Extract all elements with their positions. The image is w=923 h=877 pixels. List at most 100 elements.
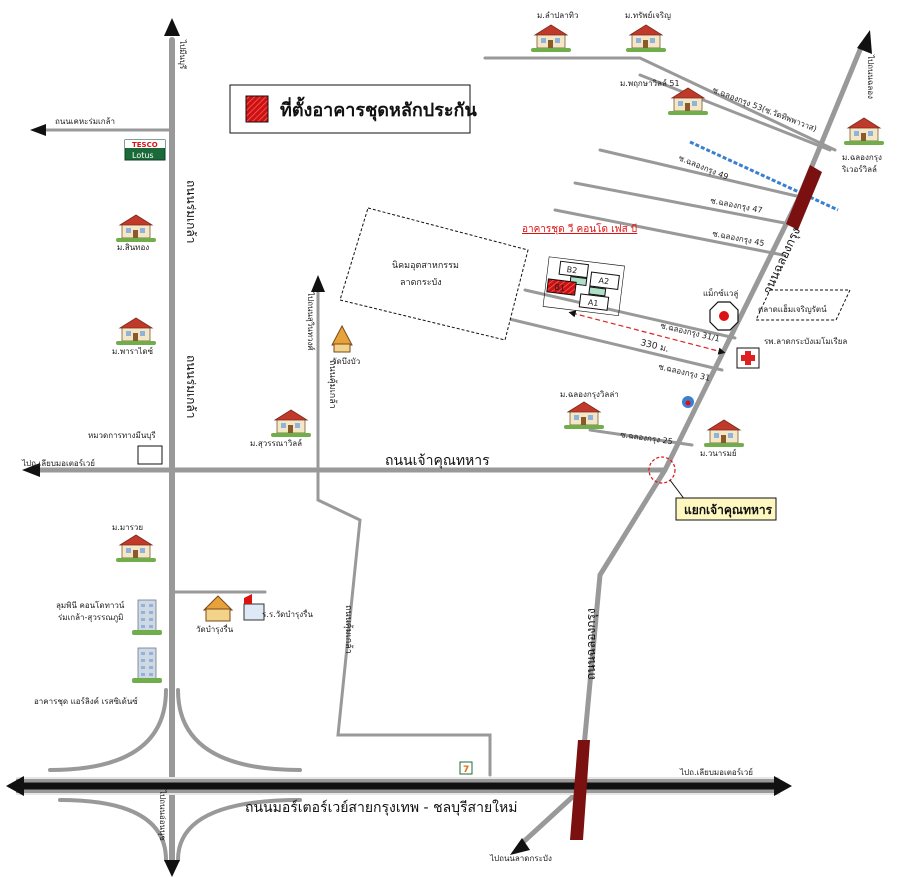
fresh-market: ตลาดแฮ็มเจริญรัตน์ bbox=[755, 289, 851, 321]
village-supcharoen-label: ม.ทรัพย์เจริญ bbox=[625, 10, 671, 20]
soi-49-label: ซ.ฉลองกรุง 49 bbox=[677, 154, 729, 182]
khumklao-road bbox=[316, 283, 492, 777]
gas-station bbox=[682, 396, 694, 408]
estate-line2: ลาดกระบัง bbox=[400, 278, 442, 288]
lumpini-label1: ลุมพินี คอนโดทาวน์ bbox=[56, 600, 125, 610]
village-lamplatiw-label: ม.ลำปลาทิว bbox=[537, 11, 578, 20]
village-supcharoen: ม.ทรัพย์เจริญ bbox=[625, 10, 671, 53]
village-sinthong-label: ม.สินทอง bbox=[117, 243, 149, 252]
wat-bamrung: วัดบำรุงรื่น bbox=[196, 595, 234, 634]
soi-47-label: ซ.ฉลองกรุง 47 bbox=[710, 196, 764, 215]
village-paradise-label: ม.พาราไดซ์ bbox=[112, 346, 154, 356]
airlink-condo: อาคารชุด แอร์ลิงค์ เรสซิเด้นซ์ bbox=[34, 647, 163, 706]
village-suwanna: ม.สุวรรณาวิลล์ bbox=[250, 409, 312, 448]
to-suwinthawong-label: ไปถนนสุวินทวงศ์ bbox=[306, 291, 316, 350]
estate-line1: นิคมอุตสาหกรรม bbox=[392, 260, 459, 271]
to-motorway-right-label: ไปถ.เลียบมอเตอร์เวย์ bbox=[679, 767, 753, 777]
highway-district: หมวดการทางมีนบุรี bbox=[88, 431, 163, 465]
wat-bungbua: วัดบึงบัว bbox=[331, 324, 360, 366]
school: ร.ร.วัดบำรุงรื่น bbox=[243, 594, 313, 621]
village-lamplatiw: ม.ลำปลาทิว bbox=[530, 11, 578, 53]
village-chalong-river-label2: ริเวอร์วิลล์ bbox=[841, 164, 877, 174]
khumklao-label-lower: ถนนคุ้มเกล้า bbox=[343, 605, 354, 654]
to-minburi-label: ไปมีนบุรี bbox=[178, 39, 187, 70]
lumpini-condo: ลุมพินี คอนโดทาวน์ ร่มเกล้า-สุวรรณภูมิ bbox=[56, 599, 163, 636]
village-chalongvilla-label: ม.ฉลองกรุงวิลล่า bbox=[560, 390, 619, 399]
village-paradise: ม.พาราไดซ์ bbox=[112, 317, 157, 356]
canal bbox=[689, 140, 839, 212]
to-kehromklao-label: ถนนเคหะร่มเกล้า bbox=[55, 117, 115, 126]
lotus-text: Lotus bbox=[132, 151, 154, 160]
soi-31-1-label: ซ.ฉลองกรุง 31/1 bbox=[660, 321, 721, 343]
soi-47 bbox=[573, 181, 797, 227]
village-suwanna-label: ม.สุวรรณาวิลล์ bbox=[250, 438, 302, 448]
junction-circle bbox=[648, 456, 676, 484]
legend-swatch bbox=[245, 95, 269, 123]
soi-49 bbox=[598, 148, 807, 200]
to-onnut-label: ไปถนนอ่อนนุช bbox=[158, 789, 167, 841]
village-marui-label: ม.มารวย bbox=[112, 523, 143, 532]
legend: ที่ตั้งอาคารชุดหลักประกัน bbox=[229, 84, 477, 134]
village-chalong-river-label1: ม.ฉลองกรุง bbox=[842, 153, 882, 162]
hospital-label: รพ.ลาดกระบังเมโมเรียล bbox=[764, 336, 847, 346]
road-network bbox=[37, 37, 865, 863]
soi-25-label: ซ.ฉลองกรุง 25 bbox=[620, 430, 674, 446]
seven-label: 7 bbox=[463, 765, 469, 775]
romklao-ramp-left-low bbox=[58, 798, 168, 862]
romklao-label-middle: ถนนร่มเกล้า bbox=[184, 355, 198, 419]
building-a2-label: A2 bbox=[598, 276, 610, 286]
romklao-ramp-right bbox=[176, 688, 302, 772]
junction-label: แยกเจ้าคุณทหาร bbox=[684, 503, 773, 518]
maxvalu-label: แม็กซ์แวลู่ bbox=[703, 288, 738, 299]
building-a1-label: A1 bbox=[587, 298, 599, 308]
village-pruksa51: ม.พฤกษาวิลล์ 51 bbox=[620, 78, 709, 116]
wat-bamrung-label: วัดบำรุงรื่น bbox=[196, 623, 234, 634]
school-label: ร.ร.วัดบำรุงรื่น bbox=[262, 608, 313, 619]
direction-arrows bbox=[22, 18, 872, 877]
khumklao-label-upper: ถนนคุ้มเกล้า bbox=[327, 360, 338, 409]
village-marui: ม.มารวย bbox=[112, 523, 157, 563]
distance-arrow bbox=[568, 310, 726, 355]
soi-25 bbox=[588, 428, 694, 447]
village-sinthong: ม.สินทอง bbox=[115, 214, 157, 252]
maxvalu: แม็กซ์แวลู่ bbox=[703, 288, 739, 331]
bridge-motorway bbox=[570, 740, 590, 840]
village-chalong-river: ม.ฉลองกรุง ริเวอร์วิลล์ bbox=[841, 117, 885, 174]
chalong-label-lower: ถนนฉลองกรุง bbox=[584, 608, 599, 680]
junction-pointer bbox=[669, 479, 686, 501]
market-label: ตลาดแฮ็มเจริญรัตน์ bbox=[758, 304, 827, 314]
to-motorway-left-label: ไปถ.เลียบมอเตอร์เวย์ bbox=[21, 458, 95, 468]
tesco-text: TESCO bbox=[132, 141, 158, 149]
village-chalongvilla: ม.ฉลองกรุงวิลล่า bbox=[560, 390, 619, 430]
tesco-lotus-logo: TESCO Lotus bbox=[124, 139, 166, 161]
legend-label: ที่ตั้งอาคารชุดหลักประกัน bbox=[280, 96, 477, 122]
junction-callout: แยกเจ้าคุณทหาร bbox=[675, 497, 777, 521]
airlink-label: อาคารชุด แอร์ลิงค์ เรสซิเด้นซ์ bbox=[34, 696, 138, 706]
to-lat-krabang-label: ไปถนนลาดกระบัง bbox=[489, 854, 552, 863]
bridge-canal bbox=[786, 165, 822, 230]
romklao-ramp-right-low bbox=[176, 798, 302, 862]
romklao-ramp-left bbox=[48, 688, 168, 772]
industrial-estate: นิคมอุตสาหกรรม ลาดกระบัง bbox=[339, 207, 529, 341]
lumpini-label2: ร่มเกล้า-สุวรรณภูมิ bbox=[58, 613, 123, 623]
village-wanarom: ม.วนารมย์ bbox=[700, 419, 745, 458]
building-b2-label: B2 bbox=[566, 265, 578, 275]
soi-53 bbox=[638, 73, 832, 152]
village-wanarom-label: ม.วนารมย์ bbox=[700, 448, 737, 458]
soi-top bbox=[483, 56, 837, 152]
wat-bungbua-label: วัดบึงบัว bbox=[332, 357, 360, 366]
building-b1-label: B1 bbox=[554, 283, 566, 293]
highway-district-label: หมวดการทางมีนบุรี bbox=[88, 431, 156, 440]
motorway-label: ถนนมอร์เตอร์เวย์สายกรุงเทพ - ชลบุรีสายให… bbox=[245, 799, 517, 816]
chaokhun-label: ถนนเจ้าคุณทหาร bbox=[385, 453, 490, 469]
motorway bbox=[6, 776, 792, 796]
soi-45 bbox=[553, 208, 785, 257]
condo-buildings: B2 B1 A2 A1 bbox=[542, 256, 625, 317]
village-pruksa51-label: ม.พฤกษาวิลล์ 51 bbox=[620, 78, 680, 88]
seven-eleven: 7 bbox=[459, 761, 473, 775]
romklao-label-upper: ถนนร่มเกล้า bbox=[184, 180, 198, 244]
to-chalong-top-label: ไปถนนฉลอง bbox=[866, 54, 875, 99]
condo-title: อาคารชุด วี คอนโด เฟส บี bbox=[522, 222, 637, 235]
hospital: รพ.ลาดกระบังเมโมเรียล bbox=[736, 336, 847, 369]
